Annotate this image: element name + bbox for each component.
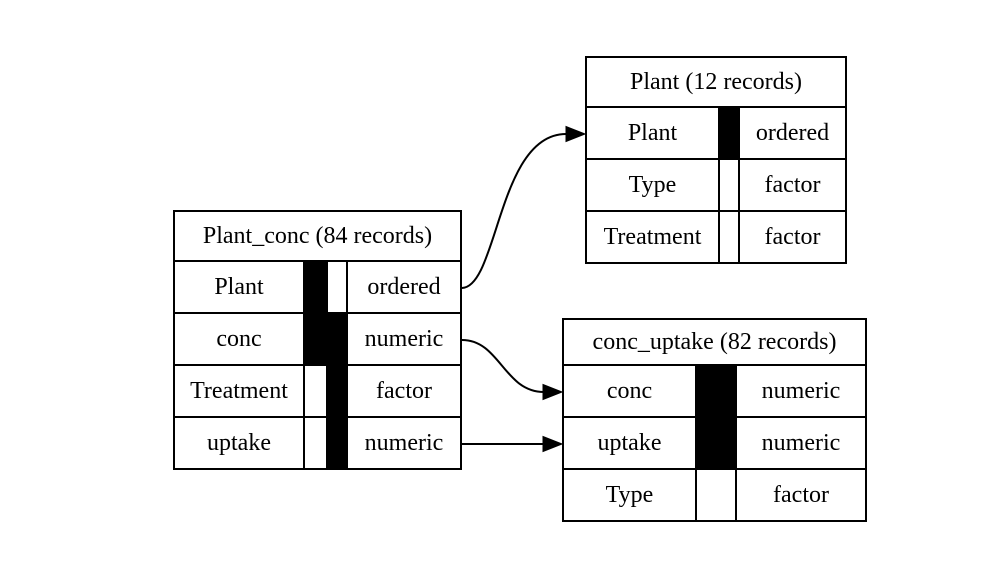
field-name-cell: uptake bbox=[564, 416, 697, 468]
table-title: Plant (12 records) bbox=[630, 69, 802, 95]
field-name-cell: Treatment bbox=[175, 364, 305, 416]
field-name-cell: Treatment bbox=[587, 210, 720, 262]
field-type-cell: factor bbox=[348, 364, 460, 416]
key-bar-cell bbox=[697, 416, 737, 468]
field-type-cell: ordered bbox=[348, 260, 460, 312]
key-bar-cell bbox=[305, 364, 328, 416]
arrowhead-icon bbox=[542, 383, 564, 401]
field-name-cell: conc bbox=[175, 312, 305, 364]
edge-plant-conc-to-plant bbox=[461, 125, 587, 289]
field-type-cell: numeric bbox=[348, 312, 460, 364]
field-type-cell: numeric bbox=[348, 416, 460, 468]
field-name-cell: Plant bbox=[587, 106, 720, 158]
key-bar-cell bbox=[328, 260, 348, 312]
field-type-cell: ordered bbox=[740, 106, 845, 158]
field-name-cell: uptake bbox=[175, 416, 305, 468]
field-name-cell: conc bbox=[564, 364, 697, 416]
arrowhead-icon bbox=[565, 125, 587, 143]
edge-conc-to-conc-uptake bbox=[461, 339, 564, 401]
table-conc-uptake: conc_uptake (82 records) conc numeric up… bbox=[562, 318, 867, 522]
key-bar-cell bbox=[328, 416, 348, 468]
key-bar-cell bbox=[720, 210, 740, 262]
field-type-cell: factor bbox=[737, 468, 865, 520]
table-title: Plant_conc (84 records) bbox=[202, 223, 433, 249]
edge-line bbox=[461, 339, 545, 393]
key-bar-cell bbox=[697, 468, 737, 520]
table-title: conc_uptake (82 records) bbox=[592, 329, 837, 355]
key-bar-cell bbox=[328, 312, 348, 364]
field-name-cell: Plant bbox=[175, 260, 305, 312]
table-plant: Plant (12 records) Plant ordered Type fa… bbox=[585, 56, 847, 264]
field-name-cell: Type bbox=[564, 468, 697, 520]
key-bar-cell bbox=[720, 106, 740, 158]
key-bar-cell bbox=[720, 158, 740, 210]
key-bar-cell bbox=[305, 260, 328, 312]
field-type-cell: numeric bbox=[737, 416, 865, 468]
arrowhead-icon bbox=[542, 435, 564, 453]
field-name-cell: Type bbox=[587, 158, 720, 210]
edge-uptake-to-conc-uptake bbox=[462, 435, 564, 453]
key-bar-cell bbox=[305, 416, 328, 468]
key-bar-cell bbox=[328, 364, 348, 416]
table-plant-conc: Plant_conc (84 records) Plant ordered co… bbox=[173, 210, 462, 470]
key-bar-cell bbox=[697, 364, 737, 416]
field-type-cell: factor bbox=[740, 210, 845, 262]
field-type-cell: numeric bbox=[737, 364, 865, 416]
edge-line bbox=[461, 133, 567, 289]
field-type-cell: factor bbox=[740, 158, 845, 210]
key-bar-cell bbox=[305, 312, 328, 364]
